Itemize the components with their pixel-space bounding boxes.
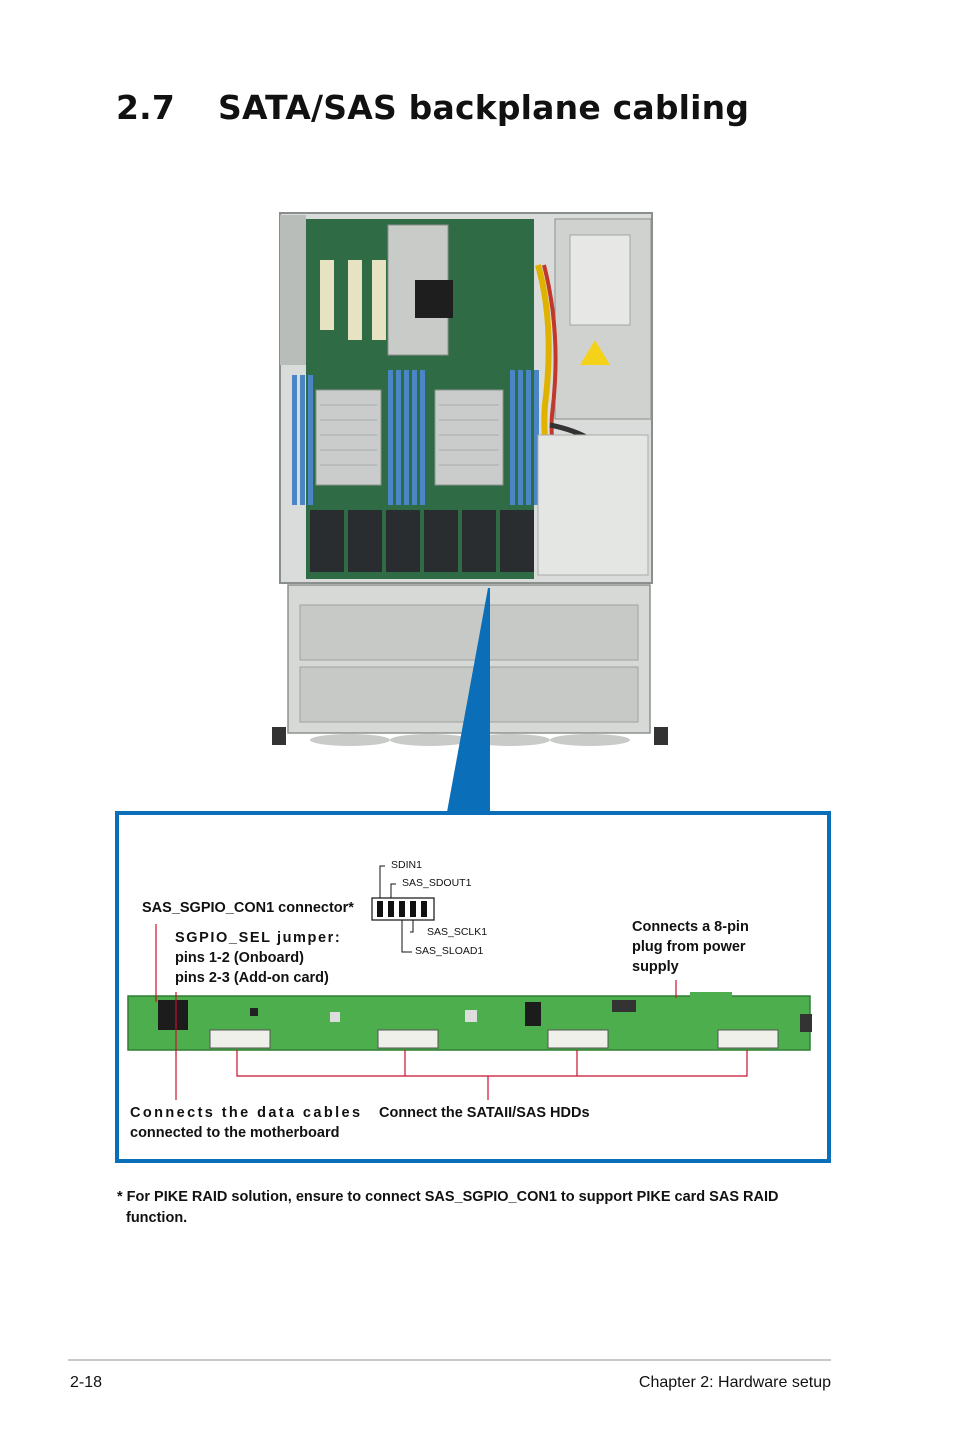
- pin-label-sdin1: SDIN1: [391, 859, 422, 871]
- sata-sas-backplane-board: [127, 992, 812, 1051]
- pin-label-sas-sclk1: SAS_SCLK1: [427, 926, 488, 938]
- chapter-title: Chapter 2: Hardware setup: [638, 1374, 831, 1391]
- zoom-pointer: [447, 588, 490, 812]
- hdd-connectors-label: Connect the SATAII/SAS HDDs: [379, 1105, 590, 1121]
- callout-leader-lines: [155, 924, 748, 1100]
- data-cables-label-line1: Connects the data cables: [130, 1105, 363, 1121]
- pin-leader-lines: [379, 865, 414, 953]
- footer-divider: [68, 1359, 831, 1361]
- footnote-line2: function.: [126, 1210, 188, 1226]
- power-label-line3: supply: [632, 959, 679, 975]
- sgpio-jumper-pins12: pins 1-2 (Onboard): [175, 950, 304, 966]
- sgpio-jumper-pins23: pins 2-3 (Add-on card): [175, 970, 329, 986]
- sgpio-jumper-title: SGPIO_SEL jumper:: [175, 930, 342, 946]
- pin-label-sas-sload1: SAS_SLOAD1: [415, 945, 484, 957]
- power-label-line2: plug from power: [632, 939, 746, 955]
- footnote: * For PIKE RAID solution, ensure to conn…: [117, 1187, 837, 1229]
- detail-frame: [115, 811, 831, 1163]
- server-chassis-illustration: [272, 212, 668, 746]
- footnote-line1: * For PIKE RAID solution, ensure to conn…: [117, 1189, 779, 1205]
- section-number: 2.7: [116, 88, 176, 127]
- power-label-line1: Connects a 8-pin: [632, 919, 749, 935]
- page-number: 2-18: [70, 1374, 103, 1391]
- sgpio-connector-label: SAS_SGPIO_CON1 connector*: [142, 900, 354, 916]
- section-title: SATA/SAS backplane cabling: [218, 88, 750, 127]
- sgpio-pin-header: [371, 897, 435, 921]
- pin-label-sas-sdout1: SAS_SDOUT1: [402, 877, 472, 889]
- sas-sgpio-con1-connector: [158, 1000, 188, 1030]
- data-cables-label-line2: connected to the motherboard: [130, 1125, 340, 1141]
